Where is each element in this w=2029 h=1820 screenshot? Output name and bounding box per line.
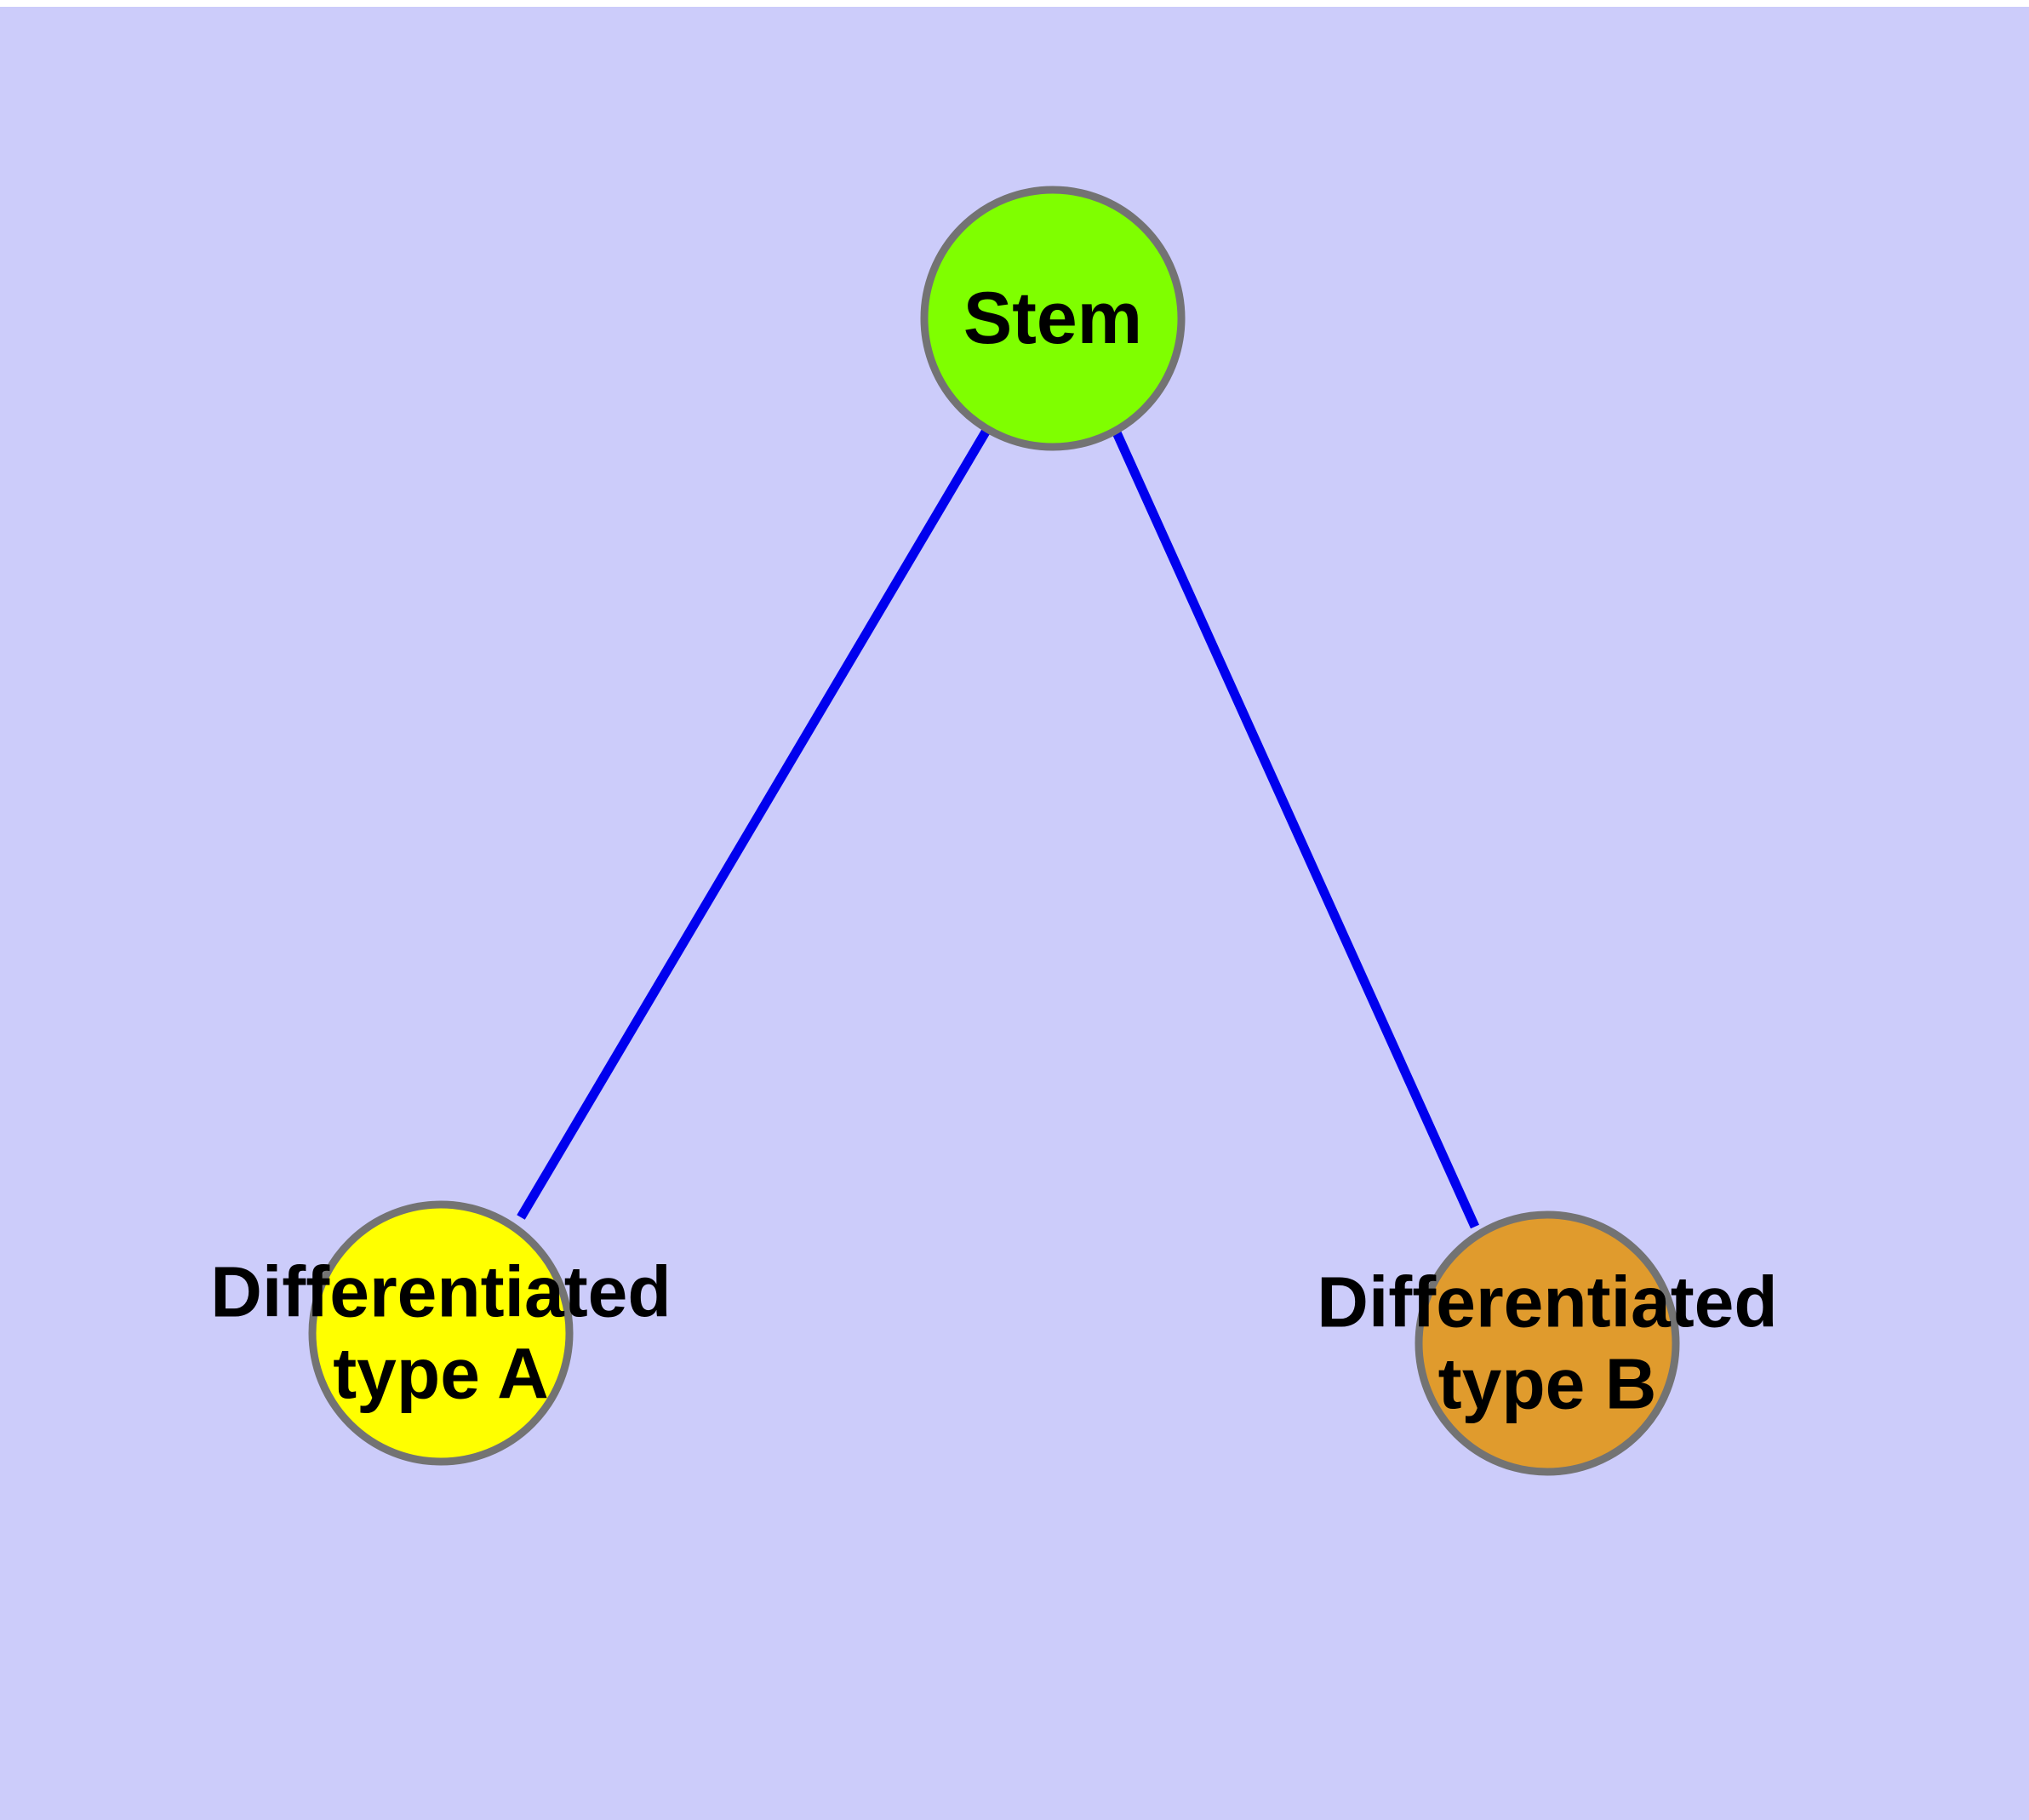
node-label-line: Differentiated (210, 1252, 671, 1332)
graph-node-stem[interactable]: Stem (920, 186, 1186, 451)
node-circle-stem[interactable] (920, 186, 1186, 451)
node-label-line: Stem (963, 278, 1142, 359)
graph-edge-stem-to-diff-b[interactable] (1111, 428, 1480, 1229)
node-label-stem: Stem (963, 278, 1142, 359)
node-label-line: type A (333, 1334, 549, 1414)
edges-layer (517, 426, 1480, 1229)
node-circle-diff-a[interactable] (308, 1200, 574, 1466)
node-label-line: Differentiated (1317, 1262, 1777, 1342)
graph-edge-stem-to-diff-a[interactable] (517, 426, 992, 1220)
node-circle-diff-b[interactable] (1415, 1210, 1680, 1476)
node-label-line: type B (1438, 1344, 1657, 1424)
